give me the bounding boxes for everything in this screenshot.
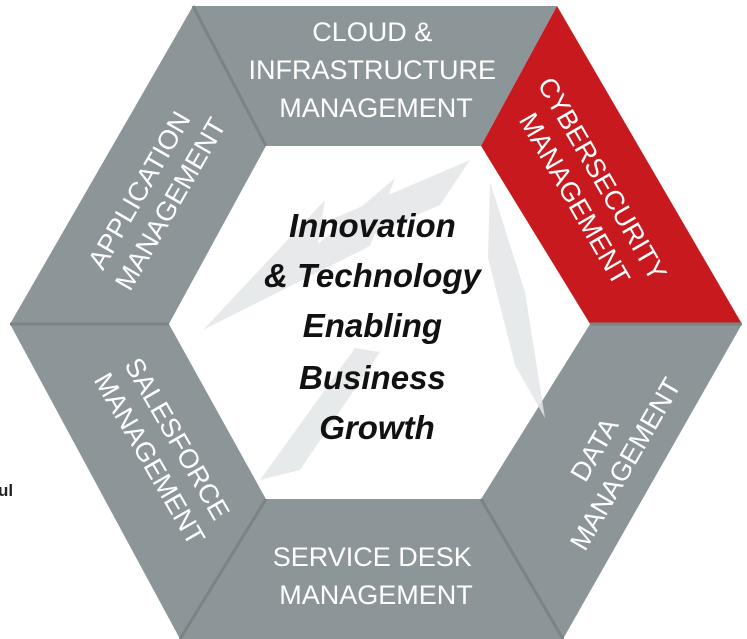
divider-line (178, 498, 268, 639)
divider-line (479, 498, 565, 639)
segment-label-line: INFRASTRUCTURE (248, 55, 496, 85)
segment-application (10, 6, 266, 324)
center-title-line: Innovation (289, 207, 456, 244)
segment-cybersecurity (481, 6, 742, 324)
center-hexagon (169, 146, 590, 499)
watermark-wing-left (203, 178, 395, 330)
segment-salesforce (10, 324, 266, 639)
cropped-text-fragment: ul (0, 481, 14, 500)
segment-label-cloud: CLOUD & INFRASTRUCTURE MANAGEMENT (248, 17, 503, 123)
watermark-feather-lower (260, 348, 380, 480)
center-title: Innovation & Technology Enabling Busines… (264, 207, 490, 446)
center-title-line: Enabling (303, 307, 442, 344)
center-title-line: & Technology (264, 257, 483, 294)
divider-line (191, 5, 268, 147)
segment-service-desk (180, 499, 563, 639)
segment-dividers (10, 5, 742, 639)
segment-cloud (193, 6, 557, 146)
center-title-line: Growth (319, 409, 434, 446)
center-title-line: Business (299, 359, 446, 396)
watermark-feather-top (330, 160, 470, 238)
segment-data (481, 324, 742, 639)
segment-label-line: MANAGEMENT (279, 93, 473, 123)
watermark-wing-right (488, 182, 545, 418)
watermark-emblem (203, 160, 545, 480)
segment-label-line: MANAGEMENT (279, 580, 473, 610)
segment-label-line: CLOUD & (312, 17, 432, 47)
segment-label-line: SERVICE DESK (273, 542, 472, 572)
segment-label-service-desk: SERVICE DESK MANAGEMENT (273, 542, 480, 610)
